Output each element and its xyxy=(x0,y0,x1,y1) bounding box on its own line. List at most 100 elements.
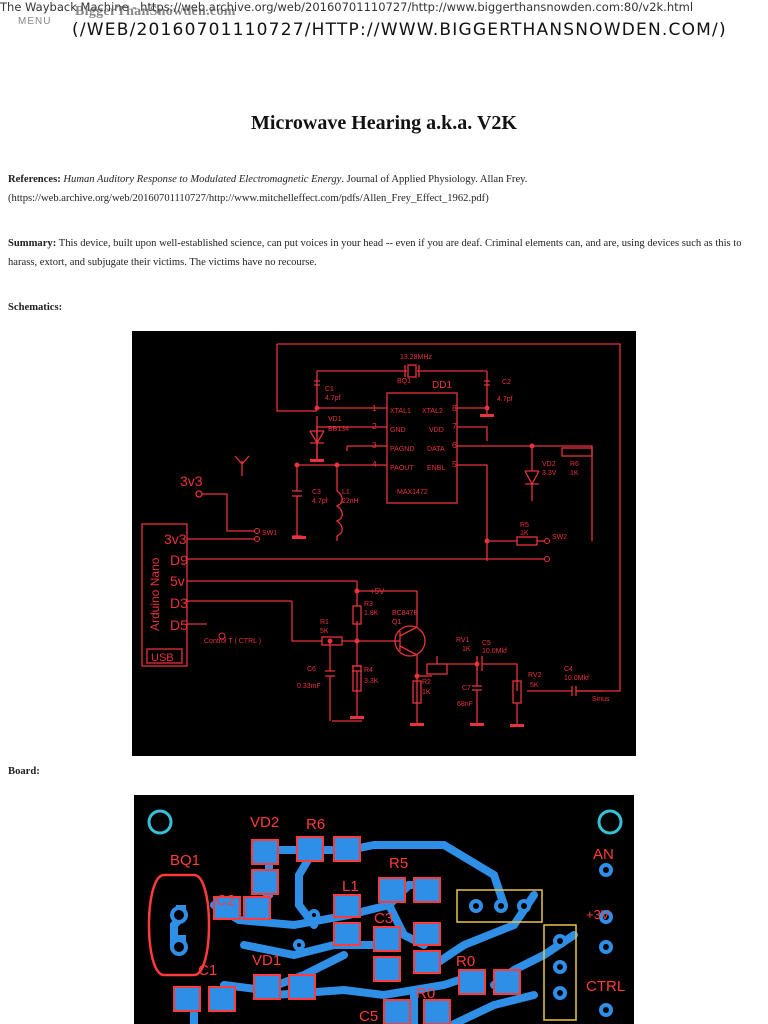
r3-value: 1.8K xyxy=(364,610,379,617)
r6-value: 1K xyxy=(570,470,579,477)
pin3: 3 xyxy=(372,440,377,450)
wayback-bar-text: The Wayback Machine - https://web.archiv… xyxy=(0,0,694,14)
sw1-label: SW1 xyxy=(262,530,277,537)
control-label: Control T ( CTRL ) xyxy=(204,638,261,645)
pagnd-label: PAGND xyxy=(390,446,414,453)
r3-label: R3 xyxy=(364,601,373,608)
c5-value: 10.0Mkf xyxy=(482,648,507,655)
r4-value: 3.3K xyxy=(364,678,379,685)
vd1-label: VD1 xyxy=(328,416,342,423)
sinus-label: Sinus xyxy=(592,696,610,703)
r5-label: R5 xyxy=(520,522,529,529)
board-c5-label: C5 xyxy=(359,1008,378,1024)
references-label: References: xyxy=(8,174,61,185)
vdd-label: VDD xyxy=(429,427,444,434)
r2-label: R2 xyxy=(422,679,431,686)
site-logo[interactable]: BiggerThanSnowden.com xyxy=(75,4,236,19)
c2-label: C2 xyxy=(502,379,511,386)
usb-label: USB xyxy=(151,652,174,664)
board-ctrl-label: CTRL xyxy=(586,978,625,995)
c4-value: 10.0Mkf xyxy=(564,675,589,682)
board-image: VD2 R6 BQ1 R5 AN C2 L1 C3 +3V C1 VD1 R0 … xyxy=(134,795,634,1024)
rv1-label: RV1 xyxy=(456,637,470,644)
board-c2-label: C2 xyxy=(216,892,235,909)
board-plus3v-label: +3V xyxy=(586,907,610,922)
nano-3v3-label: 3v3 xyxy=(164,531,187,547)
r4-label: R4 xyxy=(364,667,373,674)
references-paragraph: References: Human Auditory Response to M… xyxy=(8,170,758,208)
board-c1-label: C1 xyxy=(198,962,217,979)
references-link[interactable]: (https://web.archive.org/web/20160701110… xyxy=(8,193,489,204)
schematics-heading: Schematics: xyxy=(8,302,63,313)
board-r5-label: R5 xyxy=(389,855,408,872)
board-r0-label-b: R0 xyxy=(416,985,435,1002)
nano-d9-label: D9 xyxy=(170,552,188,568)
pin8: 8 xyxy=(452,403,457,413)
board-vd1-label: VD1 xyxy=(252,952,281,969)
nano-d5-label: D5 xyxy=(170,617,188,633)
c4-label: C4 xyxy=(564,666,573,673)
vd2-label: VD2 xyxy=(542,461,556,468)
summary-paragraph: Summary: This device, built upon well-es… xyxy=(8,234,758,272)
c6-label: C6 xyxy=(307,666,316,673)
xtal2-label: XTAL2 xyxy=(422,408,443,415)
c5-label: C5 xyxy=(482,640,491,647)
board-c3-label: C3 xyxy=(374,910,393,927)
url-heading-link[interactable]: (/WEB/20160701110727/HTTP://WWW.BIGGERTH… xyxy=(72,20,727,40)
vd2-value: 3.3V xyxy=(542,470,557,477)
pin6: 6 xyxy=(452,440,457,450)
board-drawing: VD2 R6 BQ1 R5 AN C2 L1 C3 +3V C1 VD1 R0 … xyxy=(147,809,625,1024)
board-an-label: AN xyxy=(593,846,614,863)
bq1-label: BQ1 xyxy=(397,378,411,385)
rv2-value: 5K xyxy=(530,682,539,689)
arduino-nano-label: Arduino Nano xyxy=(148,557,162,631)
page-title: Microwave Hearing a.k.a. V2K xyxy=(251,112,517,134)
rv1-value: 1K xyxy=(462,646,471,653)
c7-label: C7 xyxy=(462,685,471,692)
c6-value: 0.33mF xyxy=(297,683,321,690)
q1-label: Q1 xyxy=(392,619,401,626)
pin1: 1 xyxy=(372,403,377,413)
summary-label: Summary: xyxy=(8,238,57,249)
nano-d3-label: D3 xyxy=(170,595,188,611)
r1-value: 5K xyxy=(320,628,329,635)
ic-label: MAX1472 xyxy=(397,489,428,496)
r2-value: 1K xyxy=(422,689,431,696)
c3-label: C3 xyxy=(312,489,321,496)
summary-text: This device, built upon well-established… xyxy=(8,238,742,268)
board-heading: Board: xyxy=(8,766,40,777)
plus5v-label: +5V xyxy=(370,587,385,596)
enbl-label: ENBL xyxy=(427,465,445,472)
l1-value: 22nH xyxy=(342,498,359,505)
dd1-label: DD1 xyxy=(432,380,452,391)
c1-value: 4.7pf xyxy=(325,395,341,402)
xtal1-label: XTAL1 xyxy=(390,408,411,415)
references-title: Human Auditory Response to Modulated Ele… xyxy=(63,174,342,185)
pin7: 7 xyxy=(452,421,457,431)
c7-value: 68nF xyxy=(457,701,473,708)
references-source: . Journal of Applied Physiology. Allan F… xyxy=(341,174,528,185)
schematic-image: 13.28MHz BQ1 DD1 C1 4.7pf C2 4.7pf VD1 B… xyxy=(132,331,636,756)
board-r6-label: R6 xyxy=(306,816,325,833)
rv2-label: RV2 xyxy=(528,672,542,679)
crystal-freq-label: 13.28MHz xyxy=(400,354,432,361)
gnd-label: GND xyxy=(390,427,406,434)
c3-value: 4.7pf xyxy=(312,498,328,505)
pin4: 4 xyxy=(372,459,377,469)
l1-label: L1 xyxy=(342,489,350,496)
nano-5v-label: 5v xyxy=(170,573,185,589)
sw2-label: SW2 xyxy=(552,534,567,541)
r5-value: 1K xyxy=(520,530,529,537)
menu-button[interactable]: MENU xyxy=(18,16,52,27)
r6-label: R6 xyxy=(570,461,579,468)
schematic-drawing: 13.28MHz BQ1 DD1 C1 4.7pf C2 4.7pf VD1 B… xyxy=(141,343,621,727)
board-l1-label: L1 xyxy=(342,878,359,895)
data-label: DATA xyxy=(427,446,445,453)
c2-value: 4.7pf xyxy=(497,396,513,403)
board-vd2-label: VD2 xyxy=(250,814,279,831)
c1-label: C1 xyxy=(325,386,334,393)
paout-label: PAOUT xyxy=(390,465,414,472)
board-r0-label-a: R0 xyxy=(456,953,475,970)
q1-part: BC847B xyxy=(392,610,418,617)
pin2: 2 xyxy=(372,421,377,431)
